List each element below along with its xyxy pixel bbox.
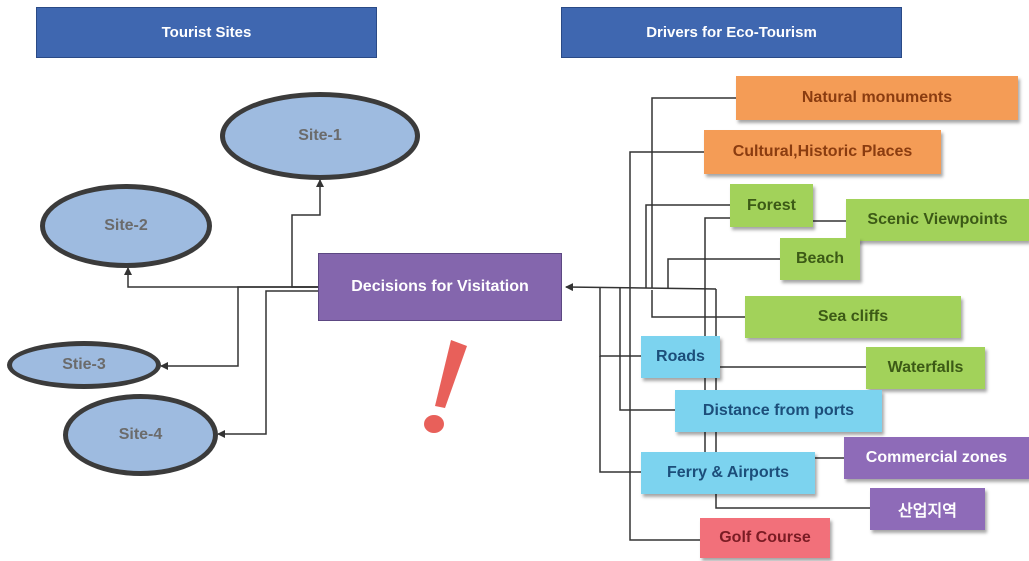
line-to-site-1 xyxy=(291,179,324,288)
site-2-node: Site-2 xyxy=(40,184,212,268)
driver-ferry-airports: Ferry & Airports xyxy=(641,452,815,494)
line-to-site-4 xyxy=(217,290,318,438)
header-drivers: Drivers for Eco-Tourism xyxy=(561,7,902,58)
driver-distance-from-ports: Distance from ports xyxy=(675,390,882,432)
site-1-node: Site-1 xyxy=(220,92,420,180)
driver-roads: Roads xyxy=(641,336,720,378)
line-to-site-3 xyxy=(160,286,318,370)
header-tourist-sites: Tourist Sites xyxy=(36,7,377,58)
driver-scenic-viewpoints: Scenic Viewpoints xyxy=(846,199,1029,241)
line-to-decision xyxy=(565,283,717,292)
driver-natural-monuments: Natural monuments xyxy=(736,76,1018,120)
line-to-site-2 xyxy=(124,267,318,288)
site-3-node: Stie-3 xyxy=(7,341,161,389)
driver-cultural-historic-places: Cultural,Historic Places xyxy=(704,130,941,174)
driver-beach: Beach xyxy=(780,238,860,280)
exclamation-icon xyxy=(385,328,495,438)
driver-waterfalls: Waterfalls xyxy=(866,347,985,389)
decision-node: Decisions for Visitation xyxy=(318,253,562,321)
driver-forest: Forest xyxy=(730,184,813,227)
driver-golf-course: Golf Course xyxy=(700,518,830,558)
driver-commercial-zones: Commercial zones xyxy=(844,437,1029,479)
driver-industrial-zone: 산업지역 xyxy=(870,488,985,530)
site-4-node: Site-4 xyxy=(63,394,218,476)
driver-sea-cliffs: Sea cliffs xyxy=(745,296,961,338)
